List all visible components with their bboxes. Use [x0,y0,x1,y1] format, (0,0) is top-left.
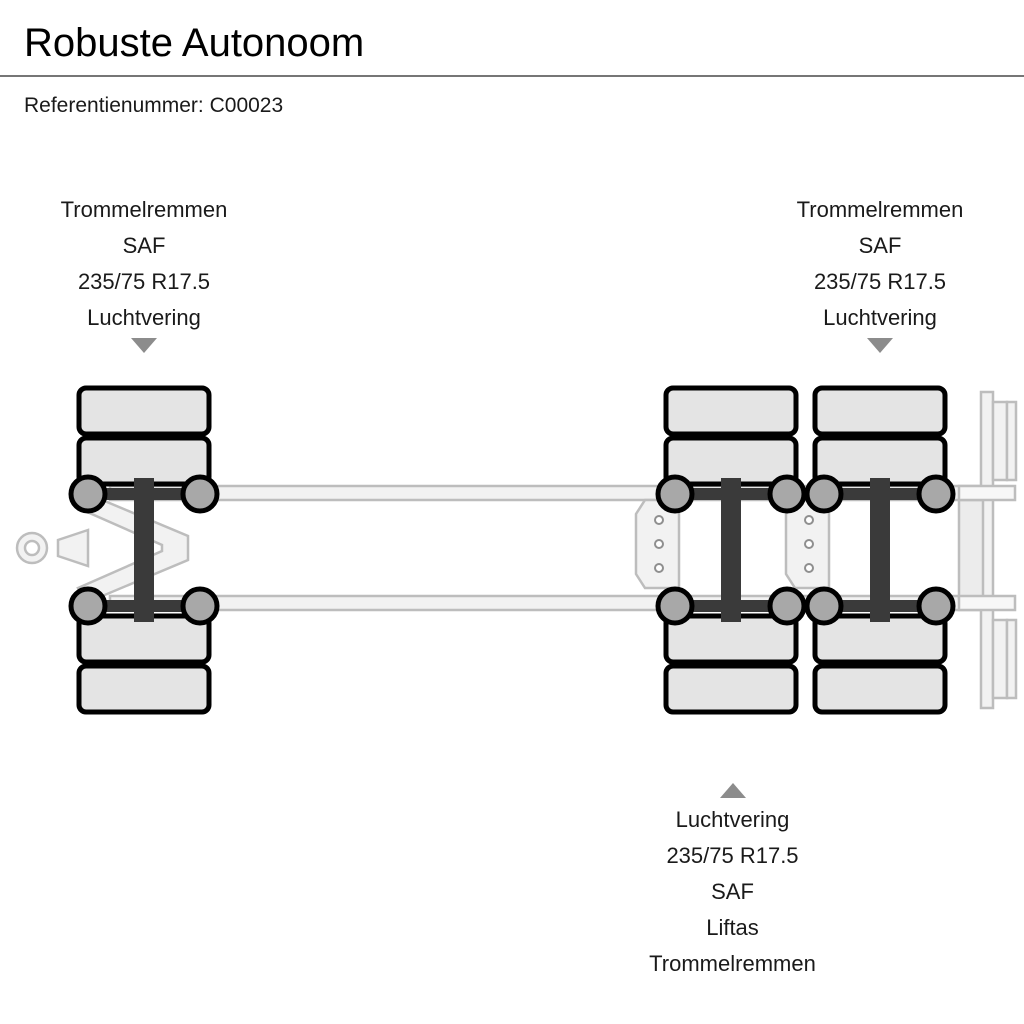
annotation-rear-right-line-2: SAF [858,233,902,258]
triangle-down-icon [867,338,893,353]
triangle-up-icon [719,783,746,798]
page-title: Robuste Autonoom [24,21,365,65]
annotation-rear-right-line-3: 235/75 R17.5 [813,269,947,294]
annotation-front-line-1: Trommelremmen [60,197,228,222]
annotation-bottom-line-3: SAF [711,879,754,904]
annotation-bottom-line-2: 235/75 R17.5 [666,843,799,868]
annotation-front-line-3: 235/75 R17.5 [77,269,211,294]
rear-underride-guard [957,390,1018,710]
annotation-front-axle: Trommelremmen SAF 235/75 R17.5 Luchtveri… [8,192,280,353]
annotation-front-line-2: SAF [122,233,166,258]
annotation-rear-right-line-1: Trommelremmen [796,197,964,222]
annotation-front-line-4: Luchtvering [87,305,201,330]
reference-number: Referentienummer: C00023 [24,92,283,120]
annotation-rear-axle-right: Trommelremmen SAF 235/75 R17.5 Luchtveri… [744,192,1016,353]
trailer-schematic [0,370,1024,730]
reference-value: C00023 [209,94,284,117]
triangle-down-icon [131,338,157,353]
drawbar [15,492,190,604]
axle-front [71,388,217,712]
annotation-bottom-line-1: Luchtvering [675,807,790,832]
annotation-rear-right-line-4: Luchtvering [823,305,937,330]
header-divider [0,75,1024,77]
chassis-rails [108,484,992,612]
annotation-bottom-line-5: Trommelremmen [649,951,816,976]
annotation-rear-axle-bottom: Luchtvering 235/75 R17.5 SAF Liftas Trom… [590,783,875,982]
reference-label: Referentienummer: [24,94,204,117]
page-header: Robuste Autonoom Referentienummer: C0002… [0,0,1024,128]
annotation-bottom-line-4: Liftas [706,915,759,940]
